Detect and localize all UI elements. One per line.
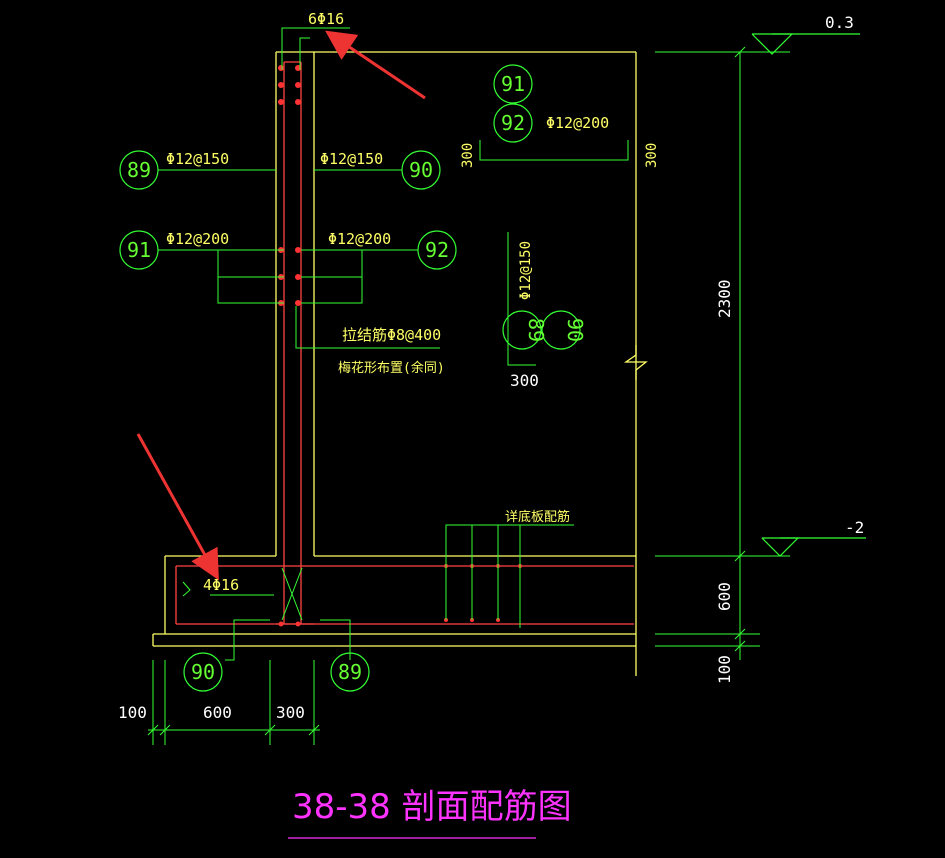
dimension-lines (147, 46, 790, 745)
marker-89-left: 89 (127, 158, 151, 182)
annotation-arrows (136, 30, 426, 581)
right-inner-bar-label: Φ12@150 (320, 150, 383, 168)
bottom-bars-label: 4Φ16 (203, 576, 239, 594)
dim-600: 600 (715, 582, 734, 611)
marker-90-mid: 90 (563, 318, 587, 342)
right-lower-bar-label: Φ12@200 (328, 230, 391, 248)
slab-top-bar-label: Φ12@200 (546, 114, 609, 132)
dim-2300: 2300 (715, 279, 734, 318)
dim-600-bottom: 600 (203, 703, 232, 722)
left-lower-bar-label: Φ12@200 (166, 230, 229, 248)
slab-vertical-bar-label: Φ12@150 (518, 241, 534, 300)
dim-300-mid: 300 (510, 371, 539, 390)
marker-91-top: 91 (501, 72, 525, 96)
marker-90-right: 90 (409, 158, 433, 182)
dim-100-right: 100 (715, 655, 734, 684)
elevation-bottom: -2 (845, 518, 864, 537)
marker-92-top: 92 (501, 111, 525, 135)
tie-bar-label: 拉结筋Φ8@400 (342, 326, 441, 344)
wall-outline (152, 51, 648, 676)
marker-89-mid: 89 (524, 318, 548, 342)
drawing-title: 38-38 剖面配筋图 (292, 787, 572, 827)
rebar-dots (278, 65, 522, 627)
leader-lines (158, 27, 629, 661)
dim-300-bottom: 300 (276, 703, 305, 722)
base-note-label: 详底板配筋 (505, 509, 570, 525)
top-bars-label: 6Φ16 (308, 10, 344, 28)
marker-91-left: 91 (127, 238, 151, 262)
dim-300-left: 300 (460, 143, 476, 168)
arrow-top (325, 30, 426, 100)
marker-92-right: 92 (425, 238, 449, 262)
left-outer-bar-label: Φ12@150 (166, 150, 229, 168)
elevation-symbols (751, 33, 866, 557)
rebar-lines (175, 61, 634, 625)
dim-300-right: 300 (644, 143, 660, 168)
arrow-bottom (136, 433, 219, 581)
marker-89-bottom: 89 (338, 660, 362, 684)
elevation-top: 0.3 (825, 13, 854, 32)
dim-100-bottom: 100 (118, 703, 147, 722)
tie-note-label: 梅花形布置(余同) (338, 360, 445, 376)
marker-90-bottom: 90 (191, 660, 215, 684)
marker-circles (119, 64, 581, 692)
